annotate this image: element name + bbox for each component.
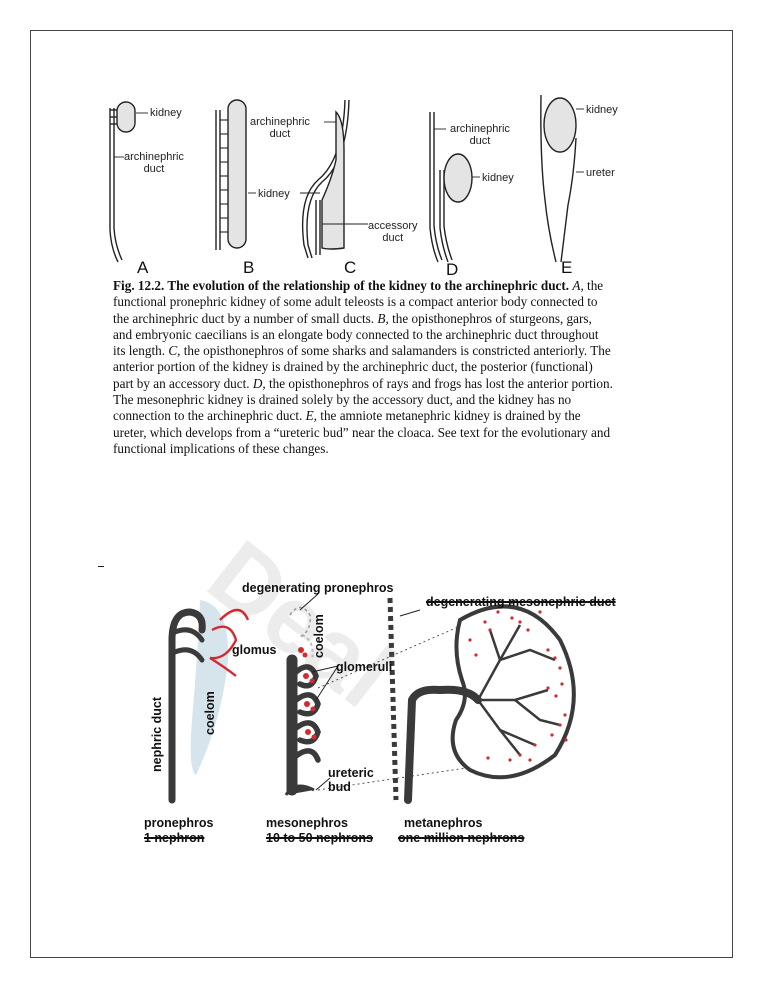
caption-d-text: the opisthonephros of rays and frogs has… (113, 375, 613, 424)
label-degenerating-mesonephric-duct: degenerating mesonephric duct (426, 595, 616, 609)
caption-d-label: D, (252, 375, 266, 391)
label-coelom-top: coelom (312, 614, 326, 658)
caption-b-label: B, (377, 310, 389, 326)
label-d-kidney: kidney (482, 172, 514, 184)
label-degenerating-pronephros: degenerating pronephros (242, 581, 394, 595)
caption-c-label: C, (168, 343, 181, 359)
label-mesonephros: mesonephros (266, 816, 348, 830)
label-metanephros-count: one million nephrons (398, 831, 525, 845)
stray-dash (98, 566, 104, 567)
label-glomus: glomus (232, 643, 277, 657)
label-metanephros: metanephros (404, 816, 483, 830)
label-a-duct: archinephric duct (124, 151, 184, 175)
caption-a-text: the functional pronephric kidney of some… (113, 278, 604, 326)
label-d-duct: archinephric duct (450, 123, 510, 147)
panel-letter-a: A (137, 258, 149, 277)
panel-letter-b: B (243, 258, 255, 277)
label-glomeruli: glomeruli (336, 660, 393, 674)
label-b-kidney: kidney (258, 188, 290, 200)
label-e-kidney: kidney (586, 104, 618, 116)
label-ureteric-bud: ureteric bud (328, 766, 374, 794)
label-nephric-duct: nephric duct (150, 696, 164, 772)
caption-e-text: the amniote metanephric kidney is draine… (113, 408, 611, 456)
panel-letter-c: C (344, 258, 357, 277)
label-pronephros: pronephros (144, 816, 214, 830)
label-a-kidney: kidney (150, 107, 182, 119)
label-mesonephros-count: 10 to 50 nephrons (266, 831, 373, 845)
panel-letter-d: D (446, 260, 459, 279)
label-e-ureter: ureter (586, 167, 615, 179)
caption-c-text: the opisthonephros of some sharks and sa… (113, 343, 611, 391)
caption-e-label: E, (305, 408, 317, 424)
page-frame (30, 30, 733, 958)
panel-letter-e: E (561, 258, 573, 277)
label-b-duct: archinephric duct (250, 116, 310, 140)
caption-b-text: the opisthonephros of sturgeons, gars, a… (113, 310, 599, 359)
figure-caption: Fig. 12.2. The evolution of the relation… (113, 278, 613, 457)
label-c-accessory-duct: accessory duct (368, 220, 418, 244)
label-coelom-left: coelom (203, 691, 217, 735)
caption-lead: Fig. 12.2. The evolution of the relation… (113, 278, 570, 293)
caption-a-label: A, (572, 278, 584, 293)
label-pronephros-count: 1 nephron (144, 831, 205, 845)
